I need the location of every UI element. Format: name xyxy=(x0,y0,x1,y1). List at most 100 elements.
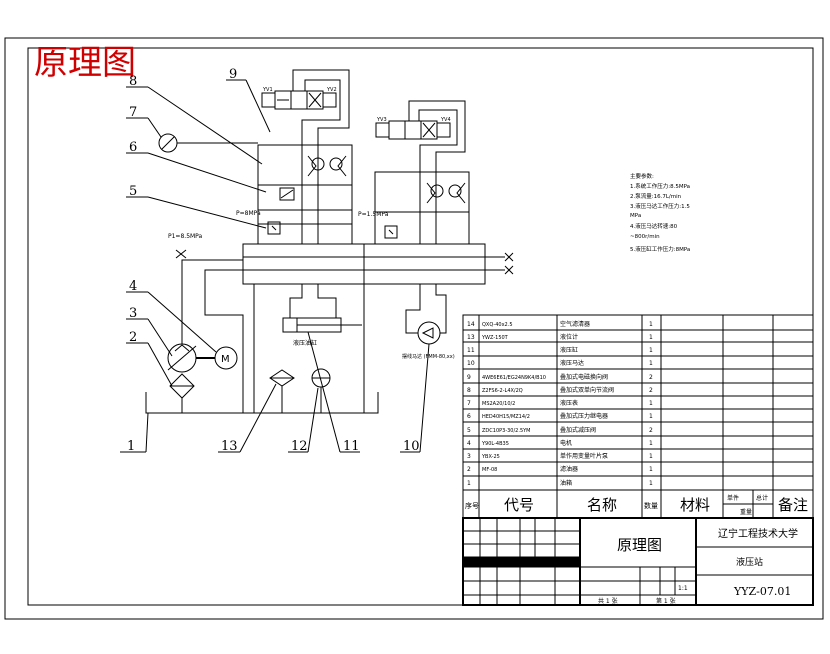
title-block-scale: 1:1 xyxy=(678,585,688,592)
cell-name: 叠加式减压阀 xyxy=(560,426,596,434)
balloon-8: 8 xyxy=(129,74,137,89)
table-row: 13 YWZ-150T 液位计 1 xyxy=(467,333,653,341)
valve-label-yv1: YV1 xyxy=(262,87,273,93)
cell-no: 8 xyxy=(467,387,471,394)
plug-symbol-2 xyxy=(504,265,514,275)
electric-motor: M xyxy=(196,346,238,370)
table-row: 3 YBX-25 单作用变量叶片泵 1 xyxy=(467,452,653,460)
cell-qty: 1 xyxy=(649,400,653,407)
row-lines xyxy=(463,329,813,505)
table-row: 1 油箱 1 xyxy=(467,479,653,487)
cell-qty: 1 xyxy=(649,480,653,487)
table-row: 5 ZDC10P3-30/2.5YM 叠加式减压阀 2 xyxy=(467,426,653,434)
note-line: ~800r/min xyxy=(630,234,660,240)
header-remarks: 备注 xyxy=(778,496,808,514)
valve-label-yv4: YV4 xyxy=(440,117,451,123)
cell-no: 5 xyxy=(467,427,471,434)
cell-no: 9 xyxy=(467,374,471,381)
cell-name: 液压表 xyxy=(560,399,578,407)
title-block-school: 辽宁工程技术大学 xyxy=(718,527,798,540)
cell-code: YWZ-150T xyxy=(481,335,509,341)
header-material: 材料 xyxy=(680,496,710,514)
sheet-title: 原理图 xyxy=(34,43,136,83)
pressure-label-right: P=1.5MPa xyxy=(358,211,389,218)
header-unit-weight: 单件 xyxy=(727,494,739,502)
pump-pressure-point: P1=8.5MPa xyxy=(168,233,203,259)
hydraulic-circuit: M P1=8.5MPa xyxy=(120,67,514,454)
header-qty: 数量 xyxy=(644,501,658,510)
outer-frame xyxy=(4,37,824,620)
balloon-12: 12 xyxy=(291,439,308,454)
table-row: 9 4WE6E61/EG24N9K4/B10 叠加式电磁换向阀 2 xyxy=(467,373,653,381)
cell-no: 4 xyxy=(467,440,471,447)
header-total-weight: 总计 xyxy=(756,494,768,502)
cell-name: 油箱 xyxy=(560,479,572,487)
valve-label-yv3: YV3 xyxy=(376,117,387,123)
table-row: 8 Z2FS6-2-L4X/2Q 叠加式双单向节流阀 2 xyxy=(467,386,653,394)
pump-pressure-label: P1=8.5MPa xyxy=(168,233,203,240)
balloon-5: 5 xyxy=(129,184,137,199)
cell-name: 叠加式压力继电器 xyxy=(560,412,608,420)
balloon-3: 3 xyxy=(129,306,137,321)
table-row: 7 MS2A20/10/2 液压表 1 xyxy=(467,399,653,407)
table-row: 14 QXQ-40x2.5 空气滤清器 1 xyxy=(467,320,653,328)
note-line: 4.液压马达转速:80 xyxy=(630,222,678,230)
motor-label: M xyxy=(221,354,230,365)
pressure-gauge xyxy=(158,133,258,153)
cell-code: ZDC10P3-30/2.5YM xyxy=(482,428,531,434)
cell-code: 4WE6E61/EG24N9K4/B10 xyxy=(482,375,546,381)
note-line: 主要参数: xyxy=(630,172,654,180)
throttle-check-symbol-right xyxy=(426,182,466,204)
throttle-check-symbol-left xyxy=(307,155,347,177)
balloon-10: 10 xyxy=(403,439,420,454)
cell-code: MS2A20/10/2 xyxy=(482,401,515,407)
cell-qty: 1 xyxy=(649,440,653,447)
cell-name: 空气滤清器 xyxy=(560,320,590,328)
balloon-1: 1 xyxy=(127,439,135,454)
balloon-2: 2 xyxy=(129,330,137,345)
balloon-4: 4 xyxy=(129,279,137,294)
cylinder-label: 液压油缸 xyxy=(293,339,317,347)
cell-name: 液压缸 xyxy=(560,346,578,354)
right-valve-stack: YV3 YV4 P=1.5MPa xyxy=(358,100,470,245)
cell-no: 2 xyxy=(467,466,471,473)
cell-name: 液压马达 xyxy=(560,359,584,367)
title-block-sheet-no: 第 1 张 xyxy=(656,597,676,605)
note-line: MPa xyxy=(630,213,641,219)
cell-qty: 1 xyxy=(649,413,653,420)
title-block: 原理图 辽宁工程技术大学 液压站 YYZ-07.01 1:1 共 1 张 第 1… xyxy=(462,517,814,606)
note-line: 2.泵流量:16.7L/min xyxy=(630,192,682,200)
table-row: 2 MF-08 滤油器 1 xyxy=(467,465,653,473)
oil-tank xyxy=(145,392,379,414)
title-block-drawing-no: YYZ-07.01 xyxy=(733,585,791,598)
cell-no: 7 xyxy=(467,400,471,407)
balloon-7: 7 xyxy=(129,105,137,120)
level-gauge xyxy=(269,369,295,413)
pump-symbol xyxy=(167,330,197,373)
cell-qty: 1 xyxy=(649,347,653,354)
balloon-leaders xyxy=(120,79,430,453)
cell-code: MF-08 xyxy=(482,467,497,473)
header-weight: 重量 xyxy=(740,508,752,516)
balloon-11: 11 xyxy=(343,439,360,454)
table-row: 10 液压马达 1 xyxy=(467,359,653,367)
cell-name: 叠加式双单向节流阀 xyxy=(560,386,614,394)
air-filter xyxy=(311,368,331,413)
cell-qty: 2 xyxy=(649,427,653,434)
cell-qty: 1 xyxy=(649,466,653,473)
title-block-sheet-of: 共 1 张 xyxy=(598,597,618,605)
balloon-6: 6 xyxy=(129,140,137,155)
header-code: 代号 xyxy=(504,496,534,514)
cell-qty: 1 xyxy=(649,453,653,460)
cell-code: HED40H15/MZ14/2 xyxy=(482,414,530,420)
cell-no: 6 xyxy=(467,413,471,420)
cell-no: 14 xyxy=(467,321,475,328)
left-valve-stack: YV1 YV2 P=8MPa xyxy=(236,69,353,245)
cell-code: QXQ-40x2.5 xyxy=(482,322,513,328)
cell-qty: 2 xyxy=(649,374,653,381)
cell-name: 单作用变量叶片泵 xyxy=(560,452,608,460)
title-block-product: 液压站 xyxy=(736,556,763,568)
cell-no: 10 xyxy=(467,360,475,367)
cell-code: Z2FS6-2-L4X/2Q xyxy=(482,388,523,394)
cell-name: 叠加式电磁换向阀 xyxy=(560,373,608,381)
